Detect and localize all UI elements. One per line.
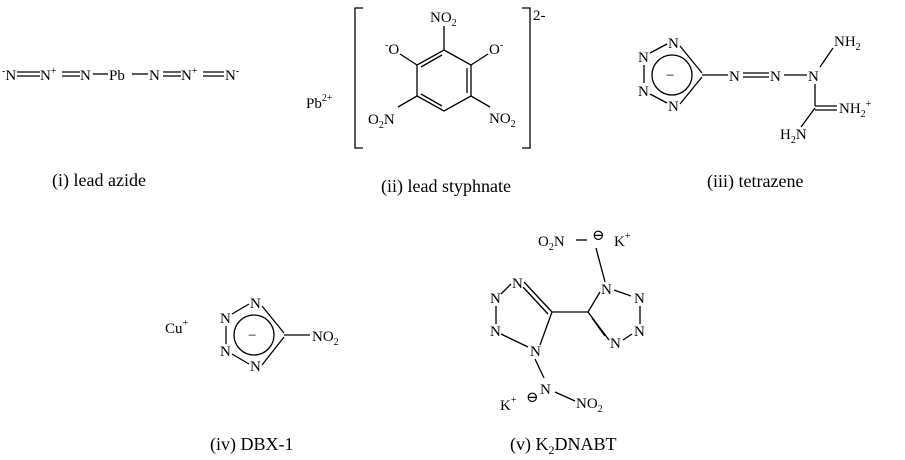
bracket-left: [354, 7, 363, 149]
tz-h2n: H2N: [780, 127, 807, 146]
azide-atom-n2: N+: [40, 66, 57, 84]
k2dnabt-structure: O2N ⊖ K+ N N N N N N N N N ⊖ NO2 K+: [490, 228, 645, 415]
dnabt-r-n2: N: [634, 291, 645, 307]
tz-azo-n1: N: [729, 69, 740, 85]
tz-ring-charge: −: [666, 68, 674, 84]
caption-k2dnabt: (v) K2DNABT: [510, 434, 617, 457]
caption-tetrazene: (iii) tetrazene: [707, 171, 803, 192]
dbx1-cation: Cu+: [165, 318, 189, 337]
azide-atom-n4: N: [149, 68, 160, 84]
dnabt-l-n2: N: [490, 291, 501, 307]
dnabt-r-n3: N: [634, 324, 645, 340]
dbx-nitro: NO2: [312, 329, 339, 348]
dbx-ring-charge: −: [248, 328, 256, 344]
tz-nh2: NH2: [834, 34, 861, 53]
dnabt-bottom-n: N: [540, 382, 551, 398]
azide-atom-n3: N: [80, 68, 91, 84]
tz-n3: N: [638, 84, 649, 100]
oxide-right: O-: [489, 40, 503, 58]
oxide-left: -O: [385, 40, 399, 58]
azide-atom-n5: N+: [181, 66, 198, 84]
dnabt-l-n4: N: [530, 344, 541, 360]
lead-styphnate-structure: Pb2+ 2- NO2 O- -O NO2 O2N: [306, 7, 546, 149]
dnabt-bottom-cation: K+: [500, 395, 517, 414]
dnabt-top-o2n: O2N: [538, 234, 565, 253]
dnabt-l-n3: N: [490, 324, 501, 340]
tz-imine: NH2+: [839, 99, 872, 120]
tetrazene-structure: N N N N − N N N NH2 NH2+ H2N: [638, 34, 872, 146]
dbx-n1: N: [250, 296, 261, 312]
dbx-n2: N: [220, 311, 231, 327]
lead-azide-structure: -N N+ N Pb N N+ N-: [2, 66, 239, 84]
styphnate-anion-charge: 2-: [533, 8, 546, 24]
nitro-left: O2N: [368, 112, 395, 131]
dnabt-r-n1: N: [601, 282, 612, 298]
styphnate-cation: Pb2+: [306, 93, 333, 112]
tz-n1: N: [668, 36, 679, 52]
caption-lead-azide: (i) lead azide: [52, 170, 146, 191]
nitro-top: NO2: [430, 10, 457, 29]
dnabt-top-cation: K+: [614, 231, 631, 250]
tz-n4: N: [668, 99, 679, 115]
dbx-n3: N: [220, 344, 231, 360]
nitro-right: NO2: [489, 111, 516, 130]
benzene-ring: [416, 49, 472, 112]
azide-atom-row-left: -N: [2, 66, 16, 84]
tz-nh: N: [808, 69, 819, 85]
dnabt-top-anion: ⊖: [592, 228, 605, 244]
bracket-right: [522, 7, 531, 149]
azide-atom-pb: Pb: [109, 68, 125, 84]
dnabt-l-n1: N: [512, 276, 523, 292]
dbx1-structure: Cu+ N N N N − NO2: [165, 296, 339, 375]
tz-azo-n2: N: [770, 69, 781, 85]
dbx1-ring-circle: [233, 314, 275, 356]
dnabt-bottom-anion: ⊖: [526, 390, 539, 406]
caption-lead-styphnate: (ii) lead styphnate: [381, 176, 511, 197]
caption-dbx1: (iv) DBX-1: [210, 434, 294, 455]
tetrazene-ring-circle: [651, 54, 693, 96]
tz-n2: N: [638, 50, 649, 66]
azide-atom-n6: N-: [225, 66, 239, 84]
dbx-n4: N: [250, 359, 261, 375]
dnabt-bottom-no2: NO2: [576, 396, 603, 415]
dnabt-r-n4: N: [610, 336, 621, 352]
